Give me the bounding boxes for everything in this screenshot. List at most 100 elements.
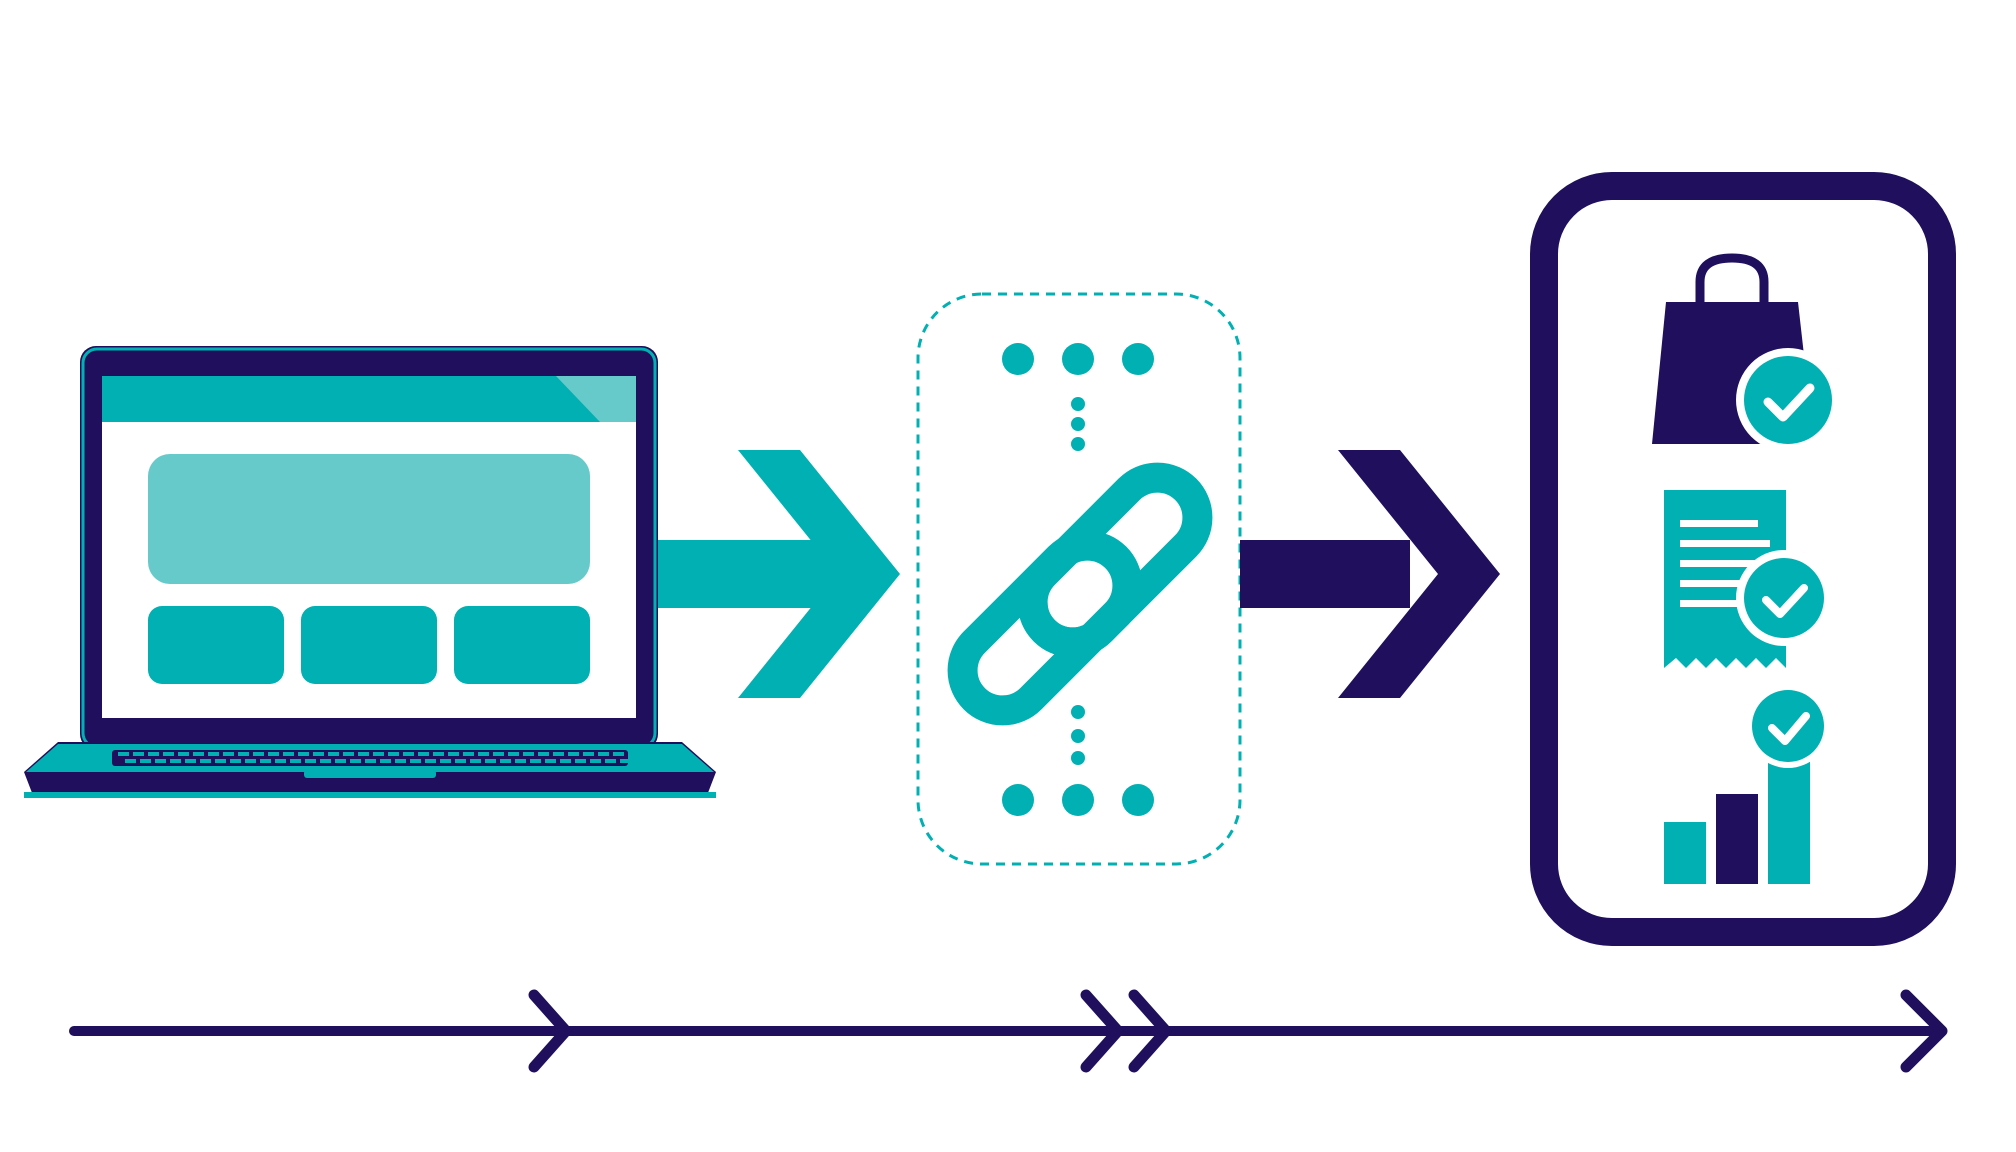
keyboard-key: [238, 752, 249, 756]
check-circle-icon: [1752, 690, 1824, 762]
keyboard-key: [328, 752, 339, 756]
teal-arrow-shaft: [658, 540, 838, 608]
keyboard-key: [350, 759, 361, 763]
timeline-arrow-head: [1900, 989, 1948, 1073]
receipt-icon: [1664, 490, 1832, 668]
keyboard-key: [185, 759, 196, 763]
keyboard-key: [560, 759, 571, 763]
keyboard-key: [275, 759, 286, 763]
keyboard-key: [575, 759, 586, 763]
page-card-3: [454, 606, 590, 684]
keyboard-key: [530, 759, 541, 763]
keyboard-key: [208, 752, 219, 756]
keyboard-key: [343, 752, 354, 756]
page-hero-block: [148, 454, 590, 584]
arrow-right-icon: [1240, 450, 1500, 698]
shopping-bag-icon: [1652, 253, 1840, 452]
keyboard-key: [178, 752, 189, 756]
keyboard-key: [508, 752, 519, 756]
dashed-panel-border: [916, 292, 1242, 866]
keyboard-key: [418, 752, 429, 756]
keyboard-key: [440, 759, 451, 763]
top-small-dot-3: [1071, 437, 1085, 451]
top-small-dot-2: [1071, 417, 1085, 431]
keyboard-key: [358, 752, 369, 756]
bottom-small-dot-1: [1071, 705, 1085, 719]
keyboard-key: [245, 759, 256, 763]
keyboard-key: [455, 759, 466, 763]
keyboard-key: [598, 752, 609, 756]
check-circle-icon: [1744, 558, 1824, 638]
bottom-small-dot-2: [1071, 729, 1085, 743]
browser-corner-fold: [556, 376, 636, 422]
keyboard-key: [170, 759, 181, 763]
keyboard-key: [140, 759, 151, 763]
bottom-dot-2: [1062, 784, 1094, 816]
keyboard-key: [133, 752, 144, 756]
receipt-line-1: [1680, 520, 1758, 527]
keyboard-key: [448, 752, 459, 756]
checkmark-icon: [1762, 584, 1808, 618]
bottom-dot-3: [1122, 784, 1154, 816]
keyboard-key: [553, 752, 564, 756]
keyboard-area: [112, 750, 628, 766]
keyboard-key: [290, 759, 301, 763]
teal-arrow-head: [738, 450, 900, 698]
keyboard-key: [568, 752, 579, 756]
chart-bar-1: [1664, 822, 1706, 884]
keyboard-key: [298, 752, 309, 756]
keyboard-key: [478, 752, 489, 756]
keyboard-key: [148, 752, 159, 756]
keyboard-key: [380, 759, 391, 763]
keyboard-key: [493, 752, 504, 756]
keyboard-key: [395, 759, 406, 763]
keyboard-key: [283, 752, 294, 756]
chart-bar-3: [1768, 762, 1810, 884]
receipt-line-4: [1680, 580, 1742, 587]
keyboard-key: [320, 759, 331, 763]
keyboard-key: [268, 752, 279, 756]
keyboard-key: [410, 759, 421, 763]
keyboard-key: [335, 759, 346, 763]
timeline-chevron-2b: [1128, 989, 1172, 1073]
keyboard-key: [515, 759, 526, 763]
navy-arrow-shaft: [1240, 540, 1410, 608]
top-small-dot-1: [1071, 397, 1085, 411]
keyboard-key: [373, 752, 384, 756]
chart-bar-2: [1716, 794, 1758, 884]
keyboard-key: [403, 752, 414, 756]
bottom-small-dot-3: [1071, 751, 1085, 765]
keyboard-key: [215, 759, 226, 763]
keyboard-key: [253, 752, 264, 756]
keyboard-key: [590, 759, 601, 763]
keyboard-key: [545, 759, 556, 763]
keyboard-key: [223, 752, 234, 756]
chain-link-panel: [916, 292, 1242, 866]
keyboard-key: [523, 752, 534, 756]
bar-chart-icon: [1664, 684, 1830, 884]
keyboard-key: [538, 752, 549, 756]
keyboard-key: [163, 752, 174, 756]
keyboard-key: [485, 759, 496, 763]
laptop-bottom-edge: [24, 792, 716, 798]
keyboard-key: [193, 752, 204, 756]
keyboard-key: [125, 759, 136, 763]
keyboard-key: [260, 759, 271, 763]
receipt-line-5: [1680, 600, 1752, 607]
chain-link-overlap: [1017, 462, 1213, 658]
keyboard-key: [155, 759, 166, 763]
keyboard-key: [230, 759, 241, 763]
laptop-trackpad-notch: [304, 770, 436, 778]
keyboard-key: [388, 752, 399, 756]
keyboard-key: [425, 759, 436, 763]
keyboard-key: [305, 759, 316, 763]
page-card-1: [148, 606, 284, 684]
keyboard-key: [470, 759, 481, 763]
laptop-icon: [24, 346, 716, 798]
keyboard-key: [200, 759, 211, 763]
keyboard-key: [500, 759, 511, 763]
keyboard-key: [313, 752, 324, 756]
timeline-arrow-icon: [69, 989, 1948, 1073]
